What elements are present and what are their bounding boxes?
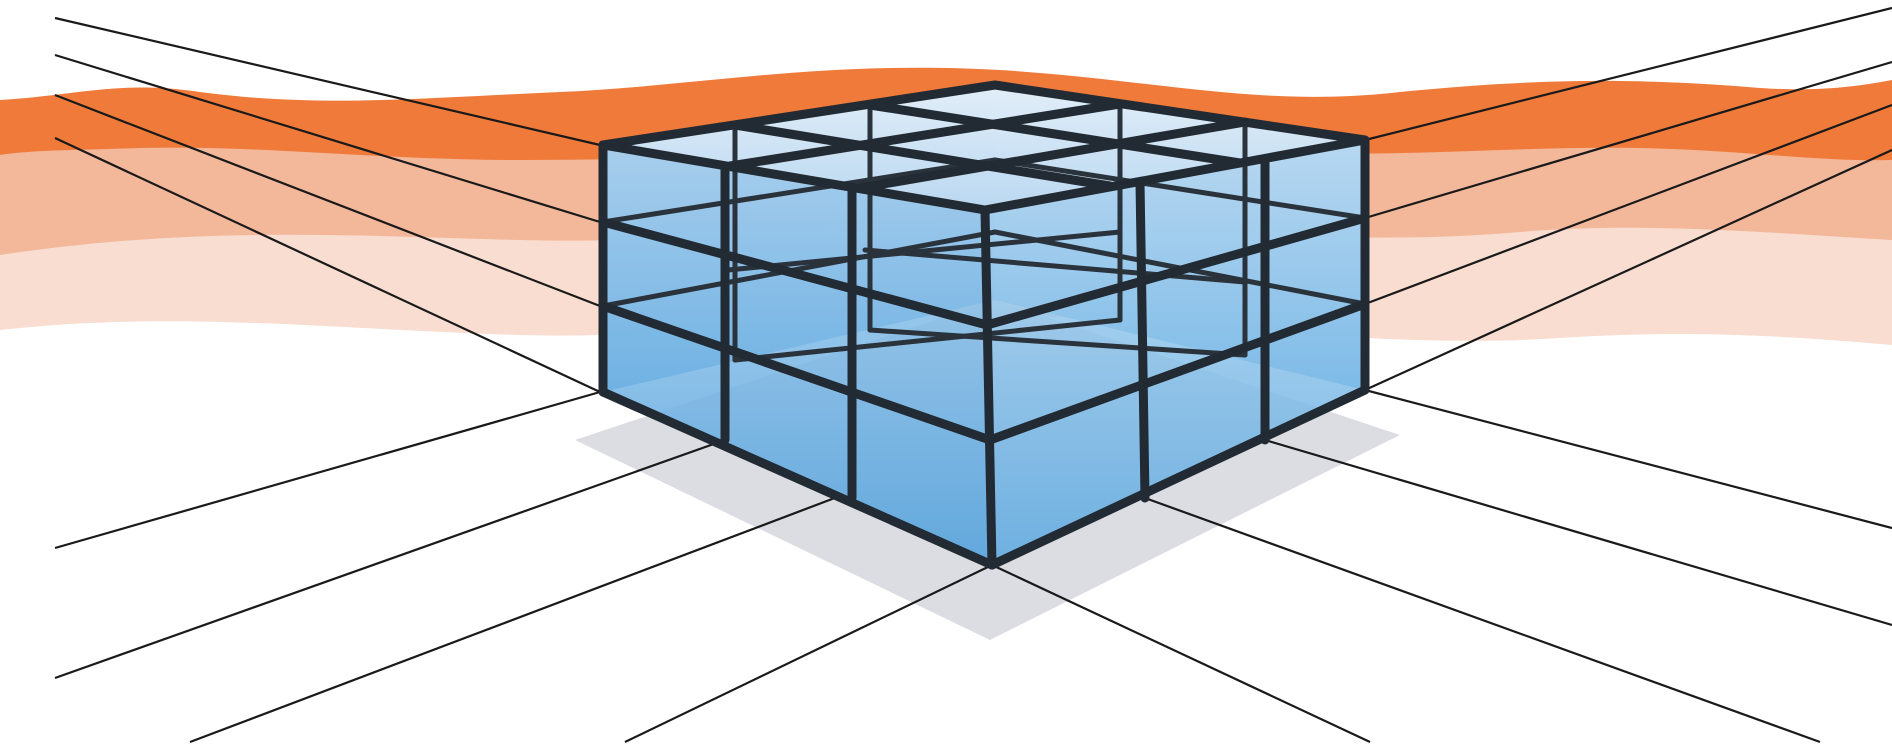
- perspective-cube-illustration: [0, 0, 1892, 747]
